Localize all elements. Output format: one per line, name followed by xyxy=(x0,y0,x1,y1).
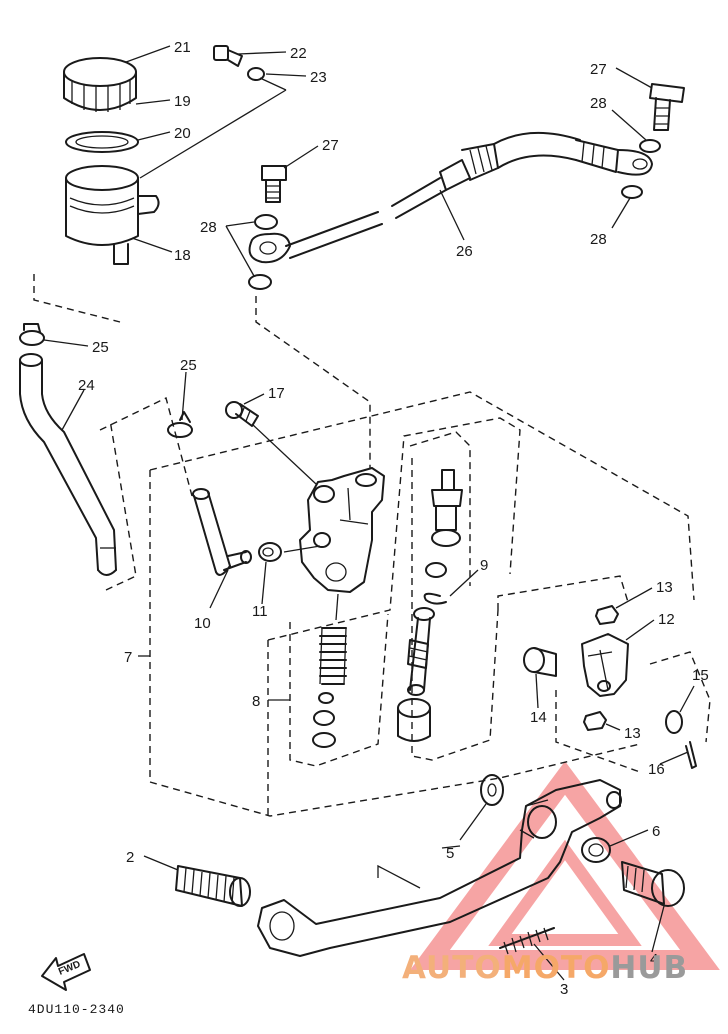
hose-clamp-25-top xyxy=(19,323,45,346)
washer-28-b xyxy=(248,274,272,290)
bushing-6 xyxy=(581,837,611,863)
callout-24: 24 xyxy=(78,377,95,394)
reservoir-tank xyxy=(63,57,160,265)
spring-kit-8 xyxy=(312,627,347,748)
grommet-11 xyxy=(258,542,282,562)
pipe-10 xyxy=(192,488,252,576)
master-cylinder-body xyxy=(299,467,385,593)
brake-pedal xyxy=(257,779,622,957)
callout-16: 16 xyxy=(648,761,665,778)
callout-6: 6 xyxy=(652,823,660,840)
banjo-bolt-27-right xyxy=(649,83,685,131)
watermark-hub: HUB xyxy=(610,950,689,986)
clevis-12 xyxy=(581,633,629,697)
callout-21: 21 xyxy=(174,39,191,56)
callout-17: 17 xyxy=(268,385,285,402)
callout-23: 23 xyxy=(310,69,327,86)
washer-28-d xyxy=(621,185,643,199)
reservoir-hose-24 xyxy=(19,353,117,576)
watermark-moto: MOTO xyxy=(501,950,611,986)
washer-15 xyxy=(665,710,683,734)
hose-clamp-25-mid xyxy=(167,411,193,438)
piston-assembly xyxy=(425,469,463,578)
callout-14: 14 xyxy=(530,709,547,726)
circlip-9 xyxy=(423,592,447,605)
callout-28: 28 xyxy=(590,231,607,248)
diagram-code: 4DU110-2340 xyxy=(28,1002,125,1017)
return-spring-3 xyxy=(499,927,555,955)
callout-28: 28 xyxy=(200,219,217,236)
banjo-bolt-27-left xyxy=(261,165,287,203)
nut-13-bottom xyxy=(583,711,607,731)
leader-lines xyxy=(43,45,695,981)
bolt-17 xyxy=(225,401,259,427)
callout-26: 26 xyxy=(456,243,473,260)
callout-13: 13 xyxy=(656,579,673,596)
callout-18: 18 xyxy=(174,247,191,264)
pivot-shaft-4 xyxy=(621,861,685,907)
callout-25: 25 xyxy=(92,339,109,356)
watermark-auto: AUTO xyxy=(402,950,502,986)
washer-23 xyxy=(247,67,265,81)
callout-12: 12 xyxy=(658,611,675,628)
callout-13: 13 xyxy=(624,725,641,742)
washer-28-c xyxy=(639,139,661,153)
callout-9: 9 xyxy=(480,557,488,574)
bolt-22 xyxy=(213,45,243,67)
watermark-wordmark: AUTOMOTOHUB xyxy=(402,950,688,986)
pedal-rubber-2 xyxy=(175,865,251,907)
callout-8: 8 xyxy=(252,693,260,710)
callout-2: 2 xyxy=(126,849,134,866)
callout-22: 22 xyxy=(290,45,307,62)
callout-25: 25 xyxy=(180,357,197,374)
callout-27: 27 xyxy=(590,61,607,78)
callout-11: 11 xyxy=(252,603,268,620)
callout-28: 28 xyxy=(590,95,607,112)
callout-15: 15 xyxy=(692,667,709,684)
callout-27: 27 xyxy=(322,137,339,154)
callout-3: 3 xyxy=(560,981,568,998)
washer-5 xyxy=(480,774,504,806)
callout-19: 19 xyxy=(174,93,191,110)
washer-28-a xyxy=(254,214,278,230)
fwd-arrow-icon: FWD xyxy=(41,953,91,991)
callout-4: 4 xyxy=(650,951,658,968)
group-boundaries xyxy=(33,274,711,889)
callout-20: 20 xyxy=(174,125,191,142)
callout-10: 10 xyxy=(194,615,211,632)
watermark-logo xyxy=(410,761,720,970)
callout-labels: 21 22 19 23 20 27 28 18 26 28 27 28 28 2… xyxy=(78,39,709,998)
callout-7: 7 xyxy=(124,649,132,666)
callout-5: 5 xyxy=(446,845,454,862)
nut-13-top xyxy=(595,605,619,625)
brake-hose-26 xyxy=(248,131,653,264)
push-rod xyxy=(407,607,435,696)
cotter-pin-16 xyxy=(685,741,697,769)
dust-boot xyxy=(397,698,431,742)
pin-14 xyxy=(523,647,557,677)
